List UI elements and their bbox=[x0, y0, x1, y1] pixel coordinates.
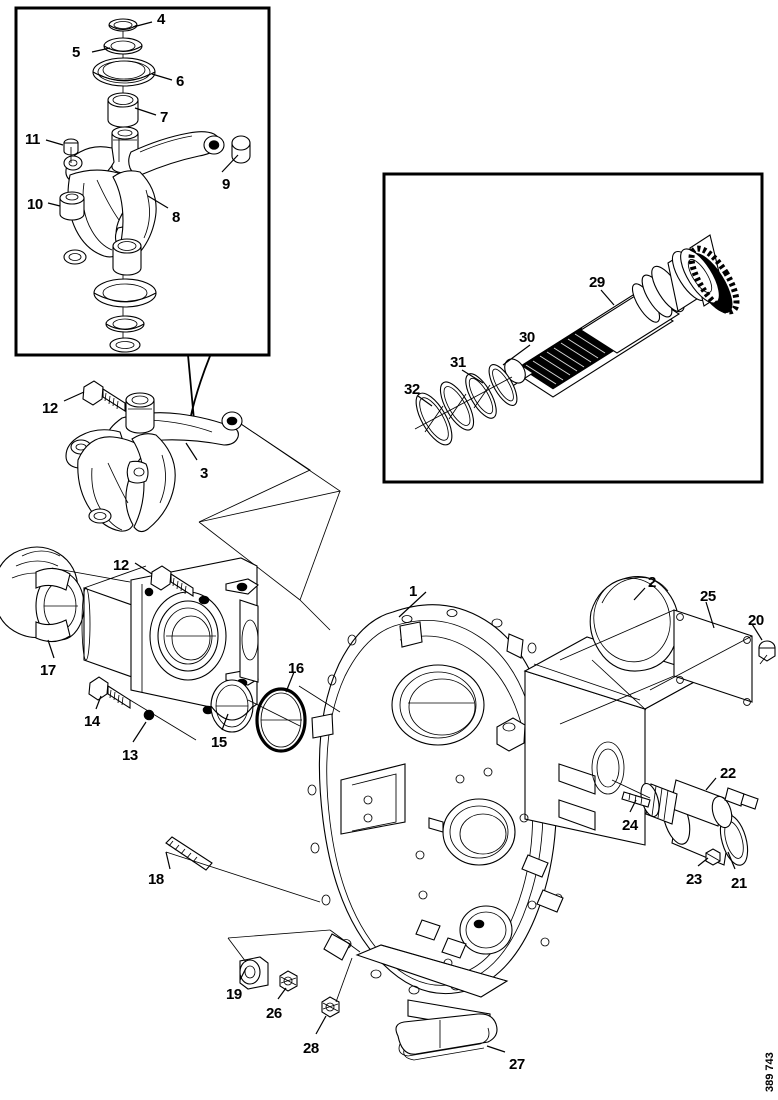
callout-5: 5 bbox=[72, 44, 80, 61]
part-17-flange bbox=[0, 546, 85, 643]
part-27-inspection-cover bbox=[395, 1013, 498, 1061]
part-20-bolt bbox=[758, 640, 776, 665]
part-3-bracket bbox=[65, 392, 243, 533]
part-12-bolt-lower bbox=[150, 565, 194, 598]
callout-29: 29 bbox=[589, 274, 605, 291]
callout-16: 16 bbox=[288, 660, 304, 677]
drawing-number: 389 743 bbox=[764, 1052, 776, 1092]
callout-20: 20 bbox=[748, 612, 764, 629]
callout-13: 13 bbox=[122, 747, 138, 764]
callout-6: 6 bbox=[176, 73, 184, 90]
part-15-spacer-ring bbox=[210, 679, 254, 733]
callout-32: 32 bbox=[404, 381, 420, 398]
callout-19: 19 bbox=[226, 986, 242, 1003]
inset-upper-right-frame bbox=[382, 172, 764, 484]
inset1-connector bbox=[187, 354, 211, 421]
part-28-nut bbox=[321, 996, 340, 1018]
callout-26: 26 bbox=[266, 1005, 282, 1022]
part-23-nut bbox=[705, 848, 721, 866]
callout-31: 31 bbox=[450, 354, 466, 371]
main-leaders bbox=[47, 391, 763, 1053]
part-19-spacer-bush bbox=[239, 956, 269, 990]
part-24-stud bbox=[621, 791, 651, 808]
callout-10: 10 bbox=[27, 196, 43, 213]
callout-3: 3 bbox=[200, 465, 208, 482]
part-25-cover-plate bbox=[559, 609, 753, 725]
callout-25: 25 bbox=[700, 588, 716, 605]
callout-30: 30 bbox=[519, 329, 535, 346]
callout-9: 9 bbox=[222, 176, 230, 193]
callout-15: 15 bbox=[211, 734, 227, 751]
callout-22: 22 bbox=[720, 765, 736, 782]
part-12-bolt-upper bbox=[82, 380, 126, 413]
inset-upper-left-parts bbox=[59, 18, 251, 353]
inset-upper-left-frame bbox=[14, 6, 271, 357]
part-26-nut bbox=[279, 970, 298, 992]
callout-14: 14 bbox=[84, 713, 100, 730]
part-16-o-ring bbox=[255, 687, 307, 753]
callout-8: 8 bbox=[172, 209, 180, 226]
inset-upper-right-parts bbox=[414, 234, 740, 446]
callout-7: 7 bbox=[160, 109, 168, 126]
callout-21: 21 bbox=[731, 875, 747, 892]
callout-28: 28 bbox=[303, 1040, 319, 1057]
callout-18: 18 bbox=[148, 871, 164, 888]
callout-24: 24 bbox=[622, 817, 638, 834]
callout-4: 4 bbox=[157, 11, 165, 28]
callout-12-upper: 12 bbox=[42, 400, 58, 417]
callout-23: 23 bbox=[686, 871, 702, 888]
callout-2: 2 bbox=[648, 574, 656, 591]
inset-upper-right-leaders bbox=[417, 289, 615, 407]
part-13-carrier-plate bbox=[130, 557, 259, 721]
part-1-housing bbox=[307, 604, 709, 1031]
part-14-bolt bbox=[88, 676, 131, 710]
part-2-cover-cap bbox=[589, 576, 680, 672]
callout-17: 17 bbox=[40, 662, 56, 679]
callout-11: 11 bbox=[25, 131, 40, 148]
callout-27: 27 bbox=[509, 1056, 525, 1073]
inset-upper-left-leaders bbox=[45, 21, 239, 209]
callout-1: 1 bbox=[409, 583, 417, 600]
callout-12-lower: 12 bbox=[113, 557, 129, 574]
construction-lines bbox=[198, 423, 342, 601]
